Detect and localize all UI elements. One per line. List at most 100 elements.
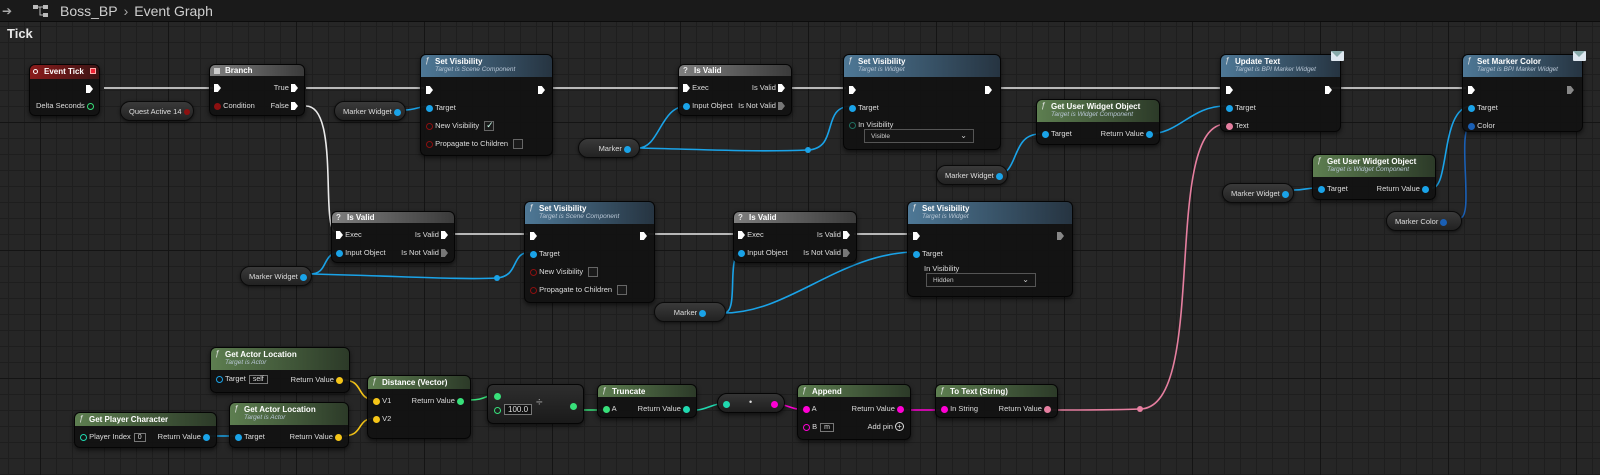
get-user-widget-object-node[interactable]: Get User Widget Object Target is Widget … bbox=[1312, 154, 1436, 200]
dividend-pin[interactable] bbox=[494, 391, 501, 400]
in-string-pin[interactable]: In String bbox=[941, 404, 978, 413]
target-pin[interactable]: Target bbox=[1318, 184, 1348, 193]
get-actor-location-node[interactable]: Get Actor Location Target is Actor ƒ Tar… bbox=[229, 402, 349, 448]
return-value-pin[interactable]: Return Value bbox=[999, 404, 1051, 413]
target-pin[interactable]: Target bbox=[530, 249, 560, 258]
to-text-node[interactable]: To Text (String) ƒ In String Return Valu… bbox=[935, 384, 1058, 418]
event-delegate-icon[interactable] bbox=[90, 68, 96, 74]
event-tick-node[interactable]: Event Tick Delta Seconds bbox=[29, 64, 100, 116]
self-field[interactable]: self bbox=[248, 375, 268, 384]
return-value-pin[interactable]: Return Value bbox=[852, 404, 904, 413]
color-pin[interactable]: Color bbox=[1468, 121, 1495, 130]
exec-out-pin[interactable] bbox=[1567, 85, 1574, 95]
exec-in-pin[interactable] bbox=[913, 231, 920, 241]
propagate-pin[interactable]: Propagate to Children bbox=[530, 285, 628, 296]
delta-seconds-pin[interactable]: Delta Seconds bbox=[36, 101, 94, 110]
return-value-pin[interactable]: Return Value bbox=[291, 375, 343, 384]
propagate-checkbox[interactable] bbox=[513, 139, 524, 150]
marker-color-variable[interactable]: Marker Color bbox=[1386, 211, 1462, 231]
b-field[interactable]: m bbox=[820, 423, 834, 432]
a-pin[interactable]: A bbox=[603, 404, 617, 413]
new-visibility-checkbox[interactable] bbox=[588, 267, 599, 278]
new-visibility-checkbox[interactable] bbox=[484, 120, 495, 132]
exec-out-pin[interactable] bbox=[1325, 85, 1332, 95]
marker-variable[interactable]: Marker bbox=[654, 302, 726, 322]
exec-in-pin[interactable] bbox=[1468, 85, 1475, 95]
marker-widget-variable[interactable]: Marker Widget bbox=[240, 266, 312, 286]
set-marker-color-node[interactable]: Set Marker Color Target is BPI Marker Wi… bbox=[1462, 51, 1586, 132]
is-valid-pin[interactable]: Is Valid bbox=[415, 230, 448, 240]
exec-in-pin[interactable] bbox=[426, 85, 433, 95]
set-visibility-widget-node[interactable]: Set Visibility Target is Widget ƒ Target… bbox=[907, 201, 1073, 297]
exec-out-pin[interactable] bbox=[1057, 231, 1064, 241]
target-pin[interactable]: Target bbox=[849, 103, 879, 112]
input-object-pin[interactable]: Input Object bbox=[336, 248, 386, 257]
exec-in-pin[interactable] bbox=[214, 83, 221, 93]
is-valid-node[interactable]: Is Valid ? Exec Is Valid Input Object Is… bbox=[331, 211, 455, 263]
truncate-node[interactable]: Truncate ƒ A Return Value bbox=[597, 384, 697, 418]
new-visibility-pin[interactable]: New Visibility bbox=[426, 120, 495, 132]
condition-pin[interactable]: Condition bbox=[214, 101, 255, 110]
exec-out-pin[interactable] bbox=[640, 231, 647, 241]
exec-in-pin[interactable]: Exec bbox=[683, 83, 709, 93]
return-value-pin[interactable]: Return Value bbox=[290, 432, 342, 441]
return-value-pin[interactable] bbox=[570, 401, 577, 410]
input-object-pin[interactable]: Input Object bbox=[683, 101, 733, 110]
true-pin[interactable]: True bbox=[274, 83, 298, 93]
divisor-pin[interactable]: 100.0 bbox=[494, 404, 533, 415]
a-pin[interactable]: A bbox=[803, 404, 817, 413]
new-visibility-pin[interactable]: New Visibility bbox=[530, 267, 599, 278]
is-not-valid-pin[interactable]: Is Not Valid bbox=[401, 248, 448, 258]
set-visibility-node[interactable]: Set Visibility Target is Scene Component… bbox=[524, 201, 655, 303]
target-pin[interactable]: Target bbox=[913, 249, 943, 258]
input-pin[interactable] bbox=[723, 399, 730, 408]
visibility-dropdown[interactable]: Visible⌄ bbox=[864, 129, 974, 143]
text-pin[interactable]: Text bbox=[1226, 121, 1249, 130]
v1-pin[interactable]: V1 bbox=[373, 396, 391, 405]
exec-in-pin[interactable]: Exec bbox=[336, 230, 362, 240]
is-valid-pin[interactable]: Is Valid bbox=[752, 83, 785, 93]
target-pin[interactable]: Target bbox=[1042, 129, 1072, 138]
is-not-valid-pin[interactable]: Is Not Valid bbox=[803, 248, 850, 258]
target-pin[interactable]: Target bbox=[1468, 103, 1498, 112]
marker-widget-variable[interactable]: Marker Widget bbox=[936, 165, 1008, 185]
exec-out-pin[interactable] bbox=[86, 84, 93, 94]
false-pin[interactable]: False bbox=[271, 101, 298, 111]
distance-vector-node[interactable]: Distance (Vector) ƒ V1 Return Value V2 bbox=[367, 375, 471, 439]
is-valid-node[interactable]: Is Valid ? Exec Is Valid Input Object Is… bbox=[733, 211, 857, 263]
exec-out-pin[interactable] bbox=[538, 85, 545, 95]
marker-variable[interactable]: Marker bbox=[578, 138, 640, 158]
propagate-checkbox[interactable] bbox=[617, 285, 628, 296]
v2-pin[interactable]: V2 bbox=[373, 414, 391, 423]
in-visibility-pin[interactable]: In Visibility bbox=[924, 264, 960, 273]
back-arrow-icon[interactable]: ➔ bbox=[2, 3, 13, 18]
marker-widget-variable[interactable]: Marker Widget bbox=[334, 101, 406, 121]
output-pin[interactable] bbox=[771, 399, 778, 408]
set-visibility-node[interactable]: Set Visibility Target is Scene Component… bbox=[420, 54, 553, 156]
set-visibility-widget-node[interactable]: Set Visibility Target is Widget ƒ Target… bbox=[843, 54, 1001, 150]
update-text-node[interactable]: Update Text Target is BPI Marker Widget … bbox=[1220, 51, 1344, 132]
player-index-field[interactable]: 0 bbox=[133, 433, 146, 442]
propagate-pin[interactable]: Propagate to Children bbox=[426, 139, 524, 150]
marker-widget-variable[interactable]: Marker Widget bbox=[1222, 183, 1294, 203]
target-pin[interactable]: Target bbox=[1226, 103, 1256, 112]
exec-out-pin[interactable] bbox=[985, 85, 992, 95]
quest-active-variable[interactable]: Quest Active 14 bbox=[120, 101, 194, 121]
add-pin-button[interactable]: Add pin + bbox=[867, 422, 904, 431]
return-value-pin[interactable]: Return Value bbox=[158, 432, 210, 441]
return-value-pin[interactable]: Return Value bbox=[1101, 129, 1153, 138]
conversion-node[interactable]: • bbox=[717, 393, 785, 413]
is-valid-node[interactable]: Is Valid ? Exec Is Valid Input Object Is… bbox=[678, 64, 792, 116]
return-value-pin[interactable]: Return Value bbox=[638, 404, 690, 413]
get-user-widget-object-node[interactable]: Get User Widget Object Target is Widget … bbox=[1036, 99, 1160, 145]
is-valid-pin[interactable]: Is Valid bbox=[817, 230, 850, 240]
get-actor-location-node[interactable]: Get Actor Location Target is Actor ƒ Tar… bbox=[210, 347, 350, 393]
exec-in-pin[interactable] bbox=[1226, 85, 1233, 95]
target-pin[interactable]: Target bbox=[426, 103, 456, 112]
exec-in-pin[interactable] bbox=[849, 85, 856, 95]
